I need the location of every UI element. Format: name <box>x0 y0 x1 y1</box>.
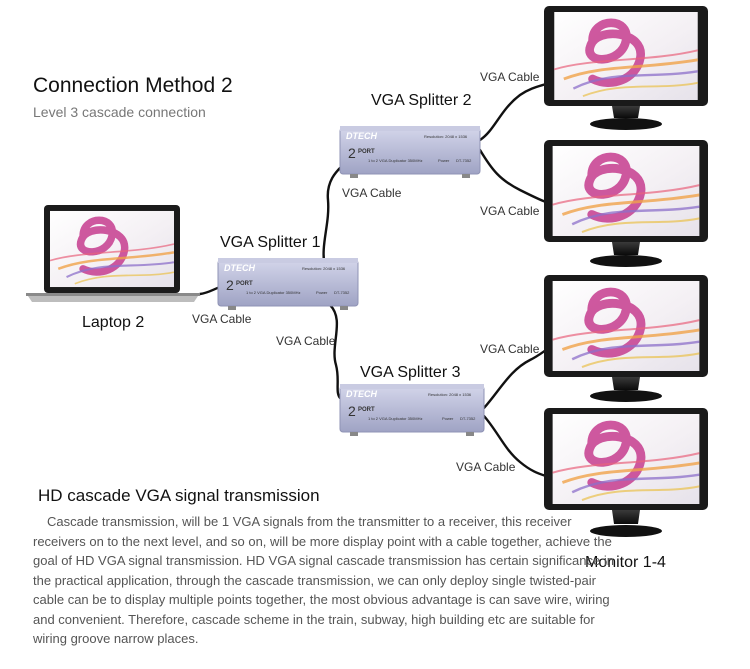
cable-splitter-3-to-monitor-3 <box>482 348 548 410</box>
laptop-label: Laptop 2 <box>82 314 145 331</box>
model-text: DT-7352 <box>456 158 472 163</box>
laptop-image <box>26 205 200 302</box>
monitor-3 <box>544 275 708 402</box>
model-text: DT-7352 <box>334 290 350 295</box>
cable-label-monitor-2: VGA Cable <box>480 204 540 218</box>
splitter-1-panel: DTECH Resolution: 2048 x 1536 2 PORT 1 t… <box>220 262 356 304</box>
cable-label-laptop: VGA Cable <box>192 312 252 326</box>
cable-label-splitter-2-in: VGA Cable <box>342 186 402 200</box>
product-line-text: 1 to 2 VGA Duplicator 350MHz <box>246 290 301 295</box>
monitor-2 <box>544 140 708 267</box>
power-text: Power <box>442 416 454 421</box>
description-text: Cascade transmission, will be 1 VGA sign… <box>33 512 618 649</box>
port-word: PORT <box>358 149 375 155</box>
splitter-3-panel: DTECH Resolution: 2048 x 1536 2 PORT 1 t… <box>342 388 482 430</box>
monitor-1 <box>544 6 708 130</box>
section-heading: HD cascade VGA signal transmission <box>38 486 320 505</box>
monitor-4 <box>544 408 708 537</box>
splitter-3-label: VGA Splitter 3 <box>360 364 461 381</box>
brand-logo: DTECH <box>224 263 255 273</box>
product-line-text: 1 to 2 VGA Duplicator 350MHz <box>368 416 423 421</box>
model-text: DT-7352 <box>460 416 476 421</box>
cable-splitter-1-to-splitter-2 <box>322 163 345 270</box>
splitter-3-device <box>339 384 485 436</box>
port-number: 2 <box>348 403 356 419</box>
port-number: 2 <box>226 277 234 293</box>
splitter-2-label: VGA Splitter 2 <box>371 92 472 109</box>
power-text: Power <box>316 290 328 295</box>
monitors-label: Monitor 1-4 <box>585 554 666 571</box>
cable-laptop-to-splitter-1 <box>198 285 222 296</box>
resolution-text: Resolution: 2048 x 1536 <box>428 392 472 397</box>
brand-logo: DTECH <box>346 131 377 141</box>
splitter-1-label: VGA Splitter 1 <box>220 234 321 251</box>
cable-label-monitor-3: VGA Cable <box>480 342 540 356</box>
page-subtitle: Level 3 cascade connection <box>33 104 206 120</box>
cable-splitter-2-to-monitor-2 <box>478 148 548 204</box>
resolution-text: Resolution: 2048 x 1536 <box>302 266 346 271</box>
cable-splitter-2-to-monitor-1 <box>478 82 548 142</box>
splitter-2-device <box>339 126 481 178</box>
port-word: PORT <box>236 281 253 287</box>
description-paragraph: Cascade transmission, will be 1 VGA sign… <box>33 514 614 646</box>
port-word: PORT <box>358 407 375 413</box>
cable-splitter-3-to-monitor-4 <box>482 414 548 478</box>
cable-label-monitor-1: VGA Cable <box>480 70 540 84</box>
port-number: 2 <box>348 145 356 161</box>
cable-label-monitor-4: VGA Cable <box>456 460 516 474</box>
splitter-1-device <box>217 258 359 310</box>
page-title: Connection Method 2 <box>33 74 233 97</box>
brand-logo: DTECH <box>346 389 377 399</box>
cable-label-splitter-3-in: VGA Cable <box>276 334 336 348</box>
cable-splitter-1-to-splitter-3 <box>328 303 342 400</box>
splitter-2-panel: DTECH Resolution: 2048 x 1536 2 PORT 1 t… <box>342 130 478 172</box>
resolution-text: Resolution: 2048 x 1536 <box>424 134 468 139</box>
cables <box>198 82 548 478</box>
product-line-text: 1 to 2 VGA Duplicator 350MHz <box>368 158 423 163</box>
power-text: Power <box>438 158 450 163</box>
